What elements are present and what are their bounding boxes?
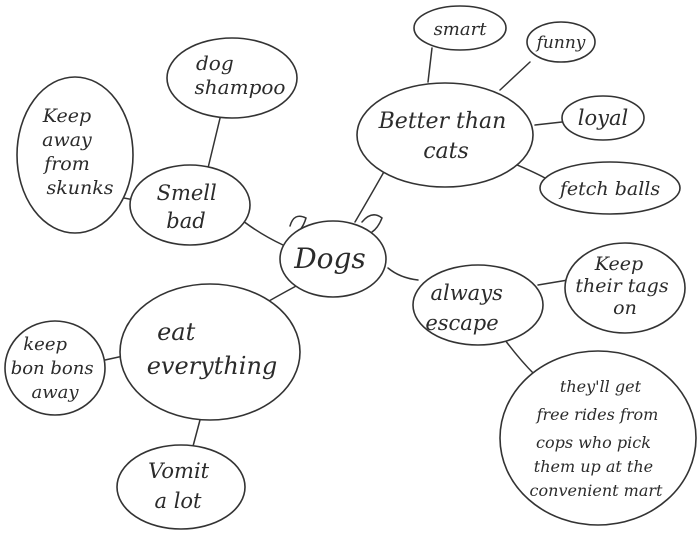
node-skunks-line-2: away (42, 129, 92, 151)
node-fetch-balls-label: fetch balls (558, 178, 660, 200)
node-fetch-balls-bubble (539, 161, 681, 215)
node-funny[interactable]: funny (526, 21, 596, 63)
node-vomit-line-2: a lot (155, 489, 203, 513)
node-tags-line-2: their tags (575, 275, 668, 297)
node-rides-line-3: cops who pick (536, 433, 651, 452)
node-vomit-a-lot[interactable]: Vomit a lot (116, 444, 246, 530)
node-keep-away-from-skunks[interactable]: Keep away from skunks (16, 76, 134, 234)
node-dogs[interactable]: Dogs (279, 214, 387, 298)
node-always-escape-label: always escape (425, 281, 509, 335)
node-loyal[interactable]: loyal (561, 95, 645, 141)
node-skunks-line-1: Keep (42, 105, 91, 127)
node-smell-bad-label: Smell bad (157, 181, 224, 233)
connector-smell-bad-shampoo (207, 109, 223, 169)
node-bonbons-line-3: away (31, 382, 79, 403)
node-eat-everything[interactable]: eat everything (119, 283, 301, 421)
node-skunks-line-3: from (42, 153, 90, 175)
node-always-escape-line-2: escape (425, 311, 498, 335)
node-better-than-cats-line-2: cats (423, 139, 469, 164)
node-eat-line-1: eat (157, 318, 196, 346)
node-dog-shampoo-line-1: dog (196, 51, 234, 75)
connector-better-than-cats-funny (499, 61, 531, 91)
node-vomit-line-1: Vomit (148, 459, 210, 483)
node-keep-bonbons-away-label: keep bon bons away (11, 334, 100, 403)
node-smart-label: smart (434, 19, 488, 40)
node-dogs-label: Dogs (293, 242, 366, 275)
node-keep-bonbons-away-bubble (4, 320, 106, 416)
node-dogs-bubble (279, 220, 387, 298)
node-better-than-cats[interactable]: Better than cats (356, 82, 534, 188)
connector-dogs-always-escape (387, 267, 419, 281)
connector-dogs-better-than-cats (354, 169, 386, 223)
node-smart[interactable]: smart (413, 5, 507, 51)
node-better-than-cats-label: Better than cats (378, 109, 514, 164)
node-keep-away-from-skunks-label: Keep away from skunks (42, 105, 114, 199)
node-funny-label: funny (535, 33, 586, 53)
node-smell-bad-line-1: Smell (157, 181, 217, 205)
connector-escape-rides (504, 339, 536, 376)
node-rides-line-4: them up at the (534, 457, 653, 476)
node-smell-bad[interactable]: Smell bad (129, 164, 251, 246)
node-smart-line-1: smart (434, 19, 488, 40)
node-free-rides[interactable]: they'll get free rides from cops who pic… (499, 350, 697, 526)
node-tags-line-1: Keep (594, 253, 643, 275)
node-skunks-line-4: skunks (46, 177, 113, 199)
node-loyal-label: loyal (578, 106, 628, 130)
node-bonbons-line-2: bon bons (11, 358, 94, 379)
node-smell-bad-line-2: bad (166, 209, 205, 233)
node-vomit-a-lot-label: Vomit a lot (148, 459, 216, 513)
node-always-escape-bubble (412, 264, 544, 346)
node-keep-their-tags-on[interactable]: Keep their tags on (564, 242, 686, 334)
node-always-escape-line-1: always (430, 281, 503, 305)
connector-better-than-cats-smart (427, 47, 433, 83)
node-smell-bad-bubble (129, 164, 251, 246)
node-keep-their-tags-on-label: Keep their tags on (575, 253, 674, 319)
node-eat-line-2: everything (147, 352, 278, 380)
node-dog-shampoo[interactable]: dog shampoo (166, 37, 298, 119)
node-keep-their-tags-on-bubble (564, 242, 686, 334)
node-free-rides-bubble (499, 350, 697, 526)
node-free-rides-label: they'll get free rides from cops who pic… (530, 377, 664, 500)
node-dogs-line-1: Dogs (293, 242, 366, 275)
node-smart-bubble (413, 5, 507, 51)
node-eat-everything-label: eat everything (147, 318, 278, 380)
dog-ear-right-icon (361, 214, 383, 233)
node-better-than-cats-line-1: Better than (378, 109, 507, 134)
node-vomit-a-lot-bubble (116, 444, 246, 530)
connector-escape-tags (537, 279, 569, 286)
node-funny-bubble (526, 21, 596, 63)
node-dog-shampoo-line-2: shampoo (195, 75, 286, 99)
node-loyal-bubble (561, 95, 645, 141)
node-fetch-balls-line-1: fetch balls (558, 178, 660, 200)
connector-better-than-cats-loyal (534, 121, 563, 126)
node-eat-everything-bubble (119, 283, 301, 421)
node-tags-line-3: on (613, 297, 637, 319)
node-bonbons-line-1: keep (23, 334, 67, 355)
node-dog-shampoo-label: dog shampoo (195, 51, 286, 99)
node-fetch-balls[interactable]: fetch balls (539, 161, 681, 215)
node-better-than-cats-bubble (356, 82, 534, 188)
node-dog-shampoo-bubble (166, 37, 298, 119)
node-rides-line-2: free rides from (536, 405, 659, 424)
node-rides-line-1: they'll get (560, 377, 642, 396)
node-rides-line-5: convenient mart (530, 481, 663, 500)
node-always-escape[interactable]: always escape (412, 264, 544, 346)
node-funny-line-1: funny (535, 33, 586, 53)
node-loyal-line-1: loyal (578, 106, 628, 130)
dog-ear-left-icon (289, 215, 307, 231)
node-keep-away-from-skunks-bubble (16, 76, 134, 234)
node-keep-bonbons-away[interactable]: keep bon bons away (4, 320, 106, 416)
